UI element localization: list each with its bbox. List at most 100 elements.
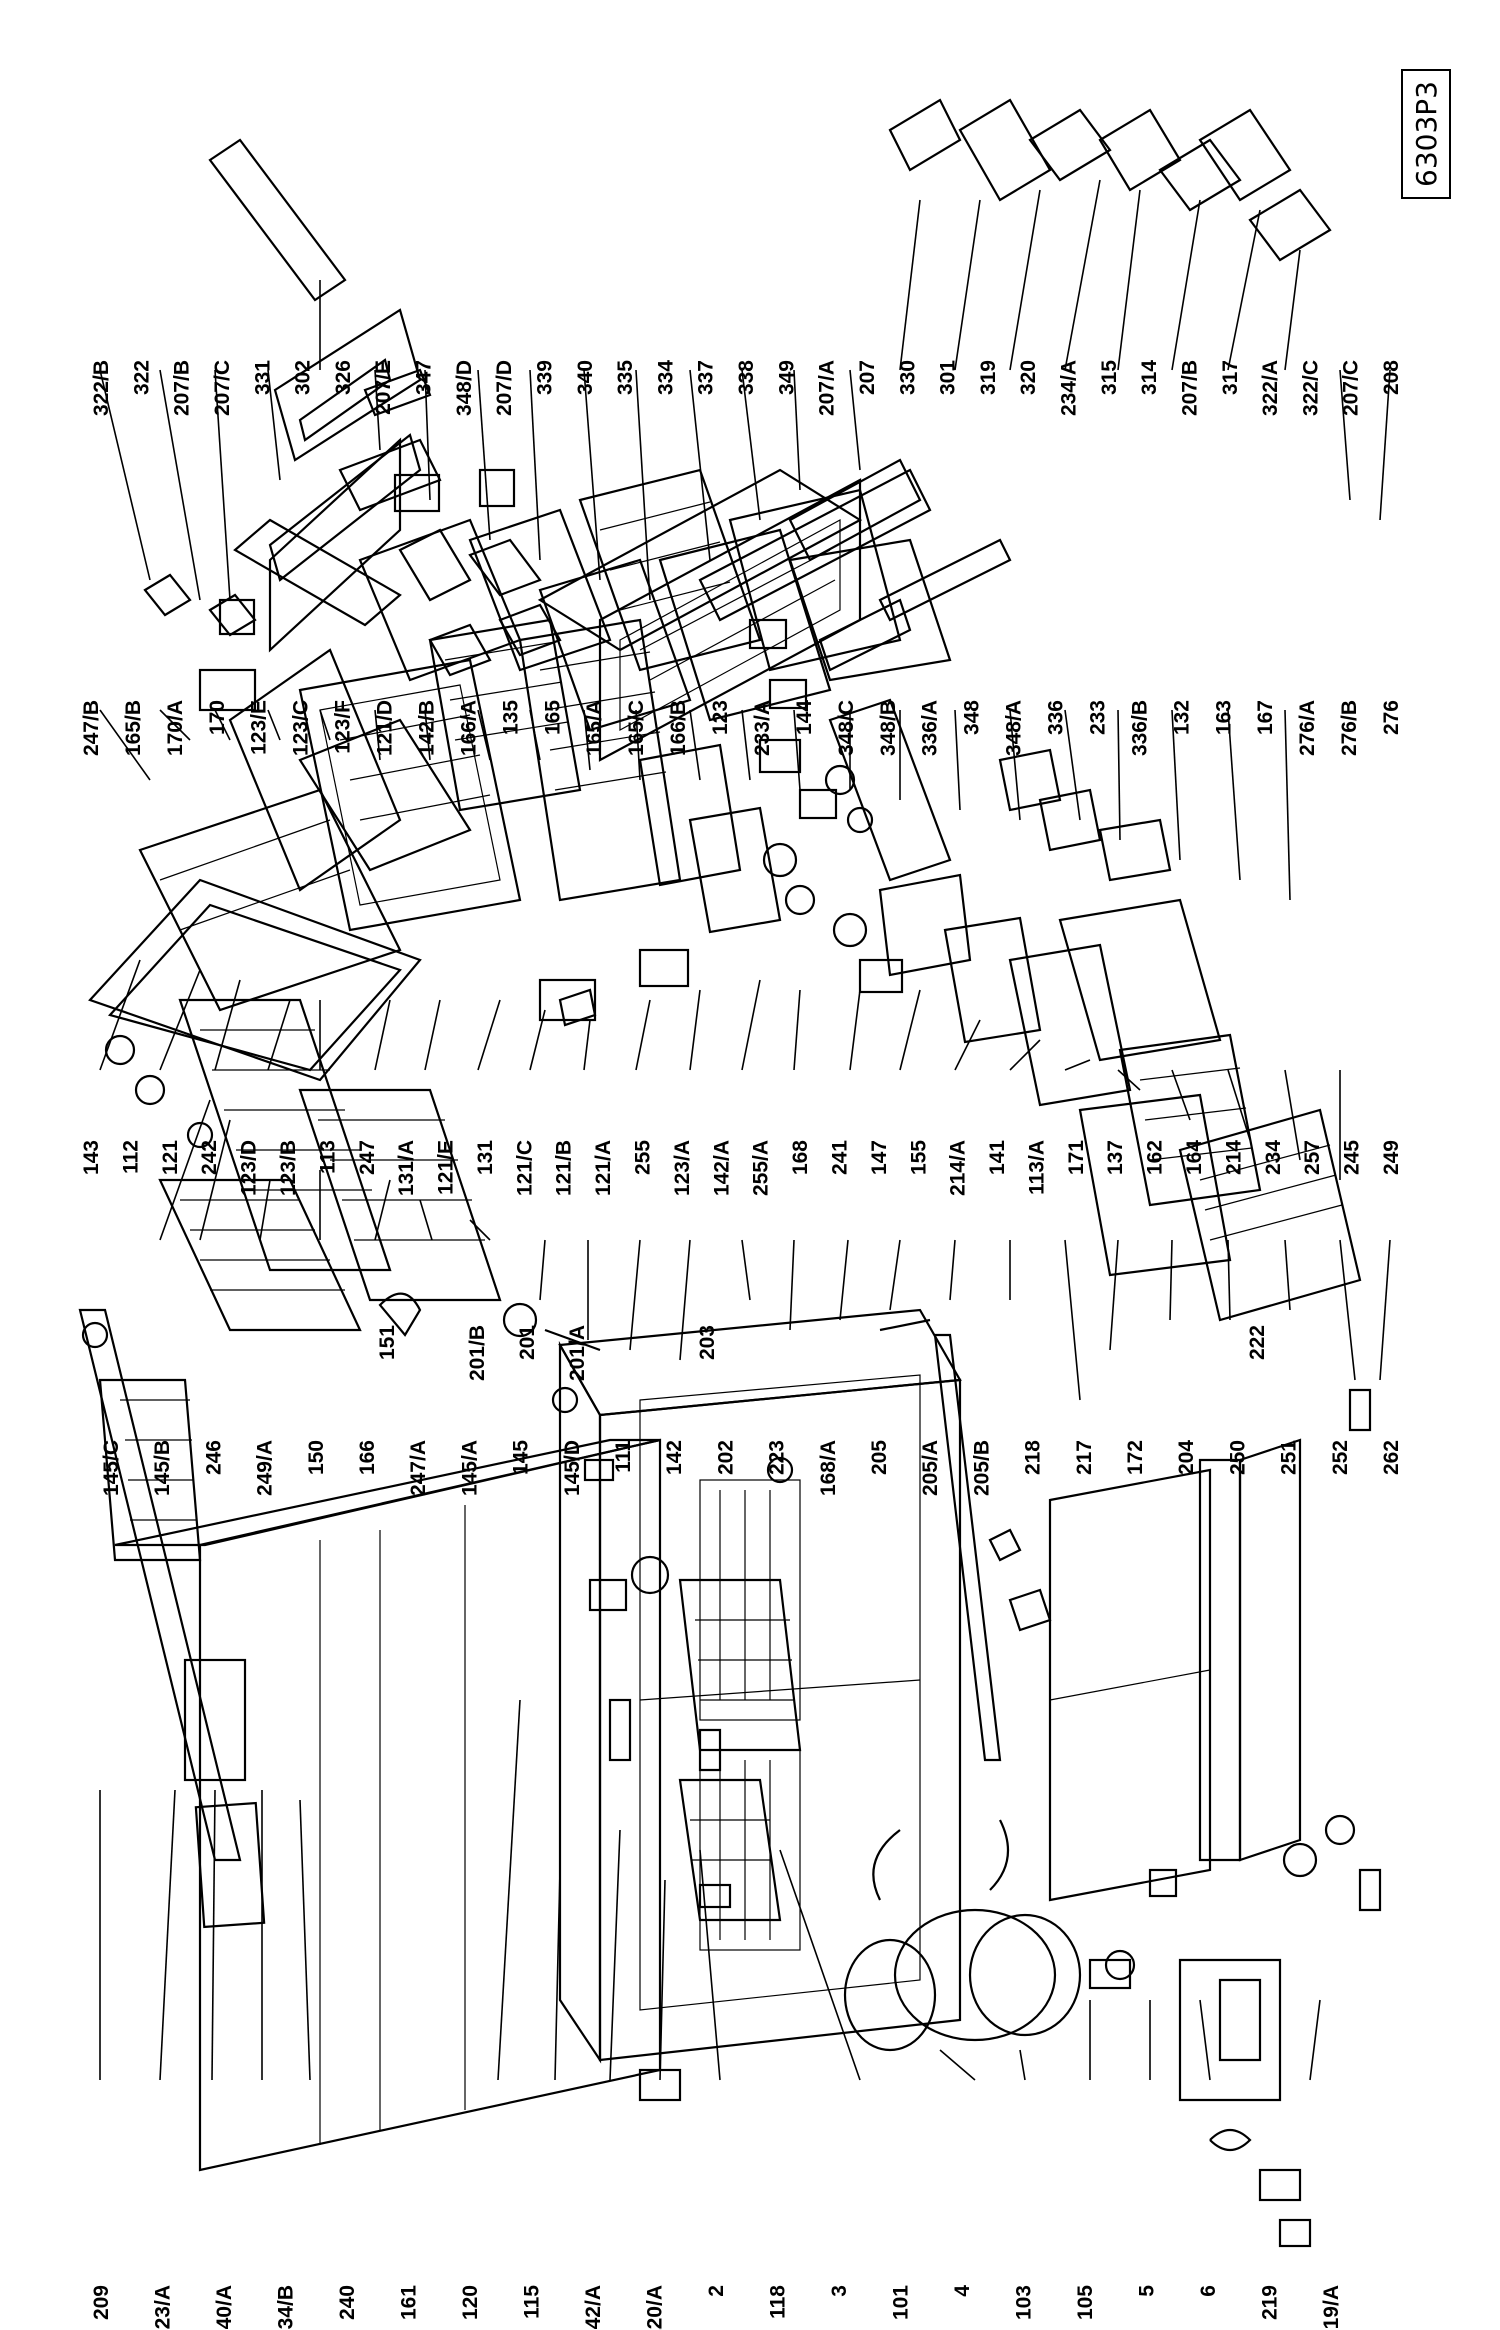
callout-247: 247 <box>356 1140 379 1175</box>
callout-162: 162 <box>1144 1140 1167 1175</box>
callout-252: 252 <box>1329 1440 1352 1475</box>
callout-319: 319 <box>977 360 1000 395</box>
callout-142-b: 142/B <box>415 700 438 756</box>
top-cover-assembly <box>88 618 1362 1322</box>
callout-207-c: 207/C <box>1340 360 1363 416</box>
callout-165-b: 165/B <box>122 700 145 756</box>
callout-331: 331 <box>251 360 274 395</box>
callout-165: 165 <box>541 700 564 735</box>
callout-242-a: 242/A <box>582 2285 605 2330</box>
callout-201-a: 201/A <box>566 1325 589 1381</box>
callout-241: 241 <box>828 1140 851 1175</box>
callout-234: 234 <box>1262 1140 1285 1175</box>
callout-207-e: 207/E <box>372 360 395 415</box>
callout-250: 250 <box>1226 1440 1249 1475</box>
callout-166-b: 166/B <box>667 700 690 756</box>
callout-348-a: 348/A <box>1003 700 1026 756</box>
callout-255: 255 <box>632 1140 655 1175</box>
callout-233: 233 <box>1086 700 1109 735</box>
doors-and-gaskets <box>143 98 1332 762</box>
callout-118: 118 <box>767 2285 790 2319</box>
callout-137: 137 <box>1104 1140 1127 1175</box>
callout-123-a: 123/A <box>671 1140 694 1196</box>
callout-142-a: 142/A <box>710 1140 733 1196</box>
callout-143: 143 <box>80 1140 103 1175</box>
callout-145: 145 <box>510 1440 533 1475</box>
callout-339: 339 <box>533 360 556 395</box>
callout-348: 348 <box>961 700 984 735</box>
callout-242: 242 <box>198 1140 221 1175</box>
callout-320: 320 <box>1017 360 1040 395</box>
callout-317: 317 <box>1219 360 1242 395</box>
callout-172: 172 <box>1124 1440 1147 1475</box>
callout-201: 201 <box>516 1325 539 1360</box>
callout-112: 112 <box>119 1140 142 1174</box>
callout-322: 322 <box>130 360 153 395</box>
callout-121-c: 121/C <box>513 1140 536 1196</box>
callout-262: 262 <box>1380 1440 1403 1475</box>
callout-246: 246 <box>202 1440 225 1475</box>
callout-165-a: 165/A <box>583 700 606 756</box>
callout-322-c: 322/C <box>1299 360 1322 416</box>
callout-209: 209 <box>90 2285 113 2320</box>
callout-301: 301 <box>937 360 960 395</box>
callout-121-a: 121/A <box>592 1140 615 1196</box>
callout-123-f: 123/F <box>332 700 355 754</box>
callout-276-b: 276/B <box>1338 700 1361 756</box>
callout-121-e: 121/E <box>435 1140 458 1195</box>
callout-217: 217 <box>1073 1440 1096 1475</box>
callout-340: 340 <box>574 360 597 395</box>
callout-214-a: 214/A <box>947 1140 970 1196</box>
callout-234-b: 234/B <box>275 2285 298 2330</box>
callout-245: 245 <box>1341 1140 1364 1175</box>
callout-123-d: 123/D <box>238 1140 261 1196</box>
callout-222: 222 <box>1246 1325 1269 1360</box>
reference-code-box: 6303P3 <box>1401 69 1451 199</box>
callout-234-a: 234/A <box>1058 360 1081 416</box>
callout-147: 147 <box>868 1140 891 1175</box>
callout-347: 347 <box>413 360 436 395</box>
liner-assembly <box>198 468 1222 1062</box>
callout-161: 161 <box>398 2285 421 2320</box>
callout-302: 302 <box>292 360 315 395</box>
callout-145-b: 145/B <box>151 1440 174 1496</box>
callout-113: 113 <box>316 1140 339 1174</box>
callout-145-d: 145/D <box>561 1440 584 1496</box>
callout-249-a: 249/A <box>254 1440 277 1496</box>
callout-168: 168 <box>789 1140 812 1175</box>
compressor-assembly <box>843 1814 1356 2248</box>
crisper-drawers <box>988 1388 1382 1912</box>
cabinet-body <box>544 1308 1002 2064</box>
callout-142: 142 <box>663 1440 686 1475</box>
callout-240: 240 <box>336 2285 359 2320</box>
callout-121: 121 <box>159 1140 182 1175</box>
callout-164: 164 <box>1183 1140 1206 1175</box>
callout-205: 205 <box>868 1440 891 1475</box>
callout-207: 207 <box>856 360 879 395</box>
callout-120: 120 <box>459 2285 482 2320</box>
callout-240-a: 240/A <box>213 2285 236 2330</box>
callout-6: 6 <box>1197 2285 1220 2297</box>
callout-349: 349 <box>775 360 798 395</box>
callout-171: 171 <box>1065 1140 1088 1175</box>
callout-155: 155 <box>907 1140 930 1175</box>
callout-218: 218 <box>1022 1440 1045 1475</box>
callout-207-d: 207/D <box>493 360 516 416</box>
callout-223-a: 223/A <box>152 2285 175 2330</box>
callout-326: 326 <box>332 360 355 395</box>
callout-207-b: 207/B <box>1178 360 1201 416</box>
callout-247-a: 247/A <box>407 1440 430 1496</box>
callout-348-d: 348/D <box>453 360 476 416</box>
callout-322-b: 322/B <box>90 360 113 416</box>
callout-233-a: 233/A <box>751 700 774 756</box>
callout-105: 105 <box>1074 2285 1097 2320</box>
callout-348-c: 348/C <box>835 700 858 756</box>
callout-201-b: 201/B <box>466 1325 489 1381</box>
callout-123-e: 123/E <box>248 700 271 755</box>
callout-132: 132 <box>1170 700 1193 735</box>
callout-111: 111 <box>612 1440 635 1473</box>
callout-150: 150 <box>305 1440 328 1475</box>
callout-203: 203 <box>696 1325 719 1360</box>
callout-166-a: 166/A <box>457 700 480 756</box>
